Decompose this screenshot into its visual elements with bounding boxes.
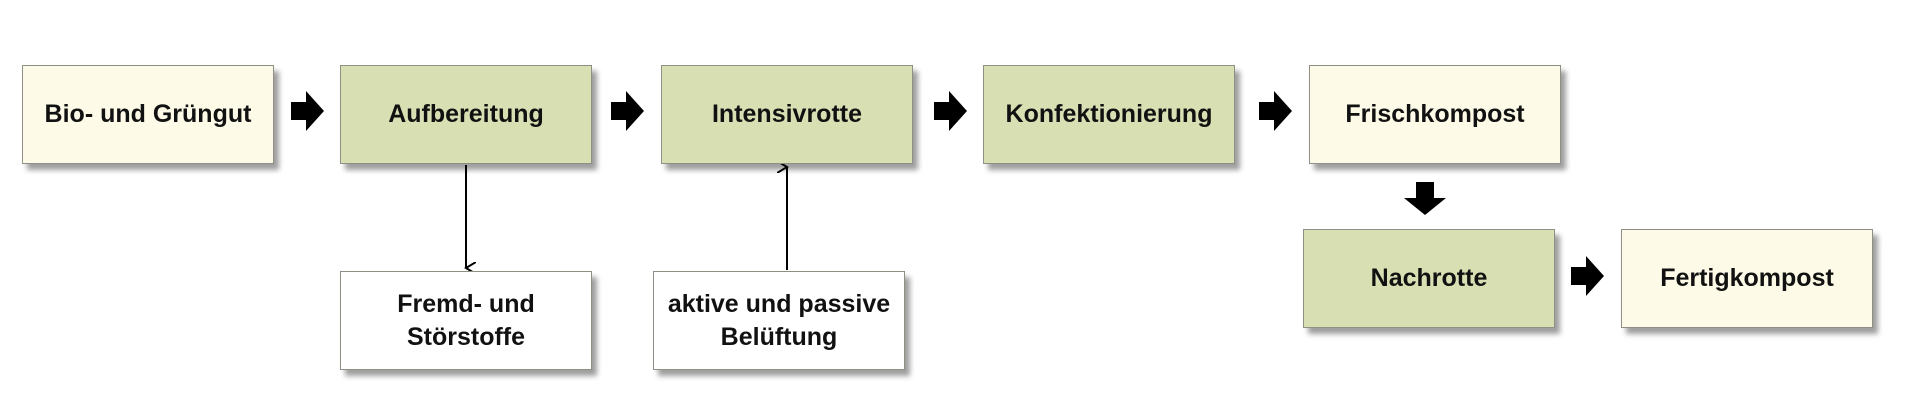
node-label: Intensivrotte bbox=[711, 100, 863, 128]
node-label: Bio- und Grüngut bbox=[44, 100, 252, 128]
node-nachrotte: Nachrotte bbox=[1303, 229, 1555, 328]
node-frischkompost: Frischkompost bbox=[1309, 65, 1561, 164]
node-bio-gruengut: Bio- und Grüngut bbox=[22, 65, 274, 164]
node-konfektionierung: Konfektionierung bbox=[983, 65, 1235, 164]
flow-arrow-4 bbox=[1259, 91, 1292, 131]
node-fremd-stoerstoffe: Fremd- und Störstoffe bbox=[340, 271, 592, 370]
node-belueftung: aktive und passive Belüftung bbox=[653, 271, 905, 370]
flow-arrow-5 bbox=[1571, 256, 1604, 296]
node-label: aktive und passive Belüftung bbox=[667, 289, 891, 351]
flow-arrow-2 bbox=[611, 91, 644, 131]
node-label: Fremd- und Störstoffe bbox=[397, 289, 535, 351]
node-fertigkompost: Fertigkompost bbox=[1621, 229, 1873, 328]
node-label: Nachrotte bbox=[1370, 264, 1488, 292]
node-aufbereitung: Aufbereitung bbox=[340, 65, 592, 164]
node-label: Aufbereitung bbox=[388, 100, 544, 128]
flow-arrow-down bbox=[1404, 182, 1446, 215]
node-label: Frischkompost bbox=[1345, 100, 1525, 128]
node-label: Fertigkompost bbox=[1660, 264, 1834, 292]
node-label: Konfektionierung bbox=[1005, 100, 1213, 128]
flow-arrow-1 bbox=[291, 91, 324, 131]
flow-arrow-3 bbox=[934, 91, 967, 131]
node-intensivrotte: Intensivrotte bbox=[661, 65, 913, 164]
